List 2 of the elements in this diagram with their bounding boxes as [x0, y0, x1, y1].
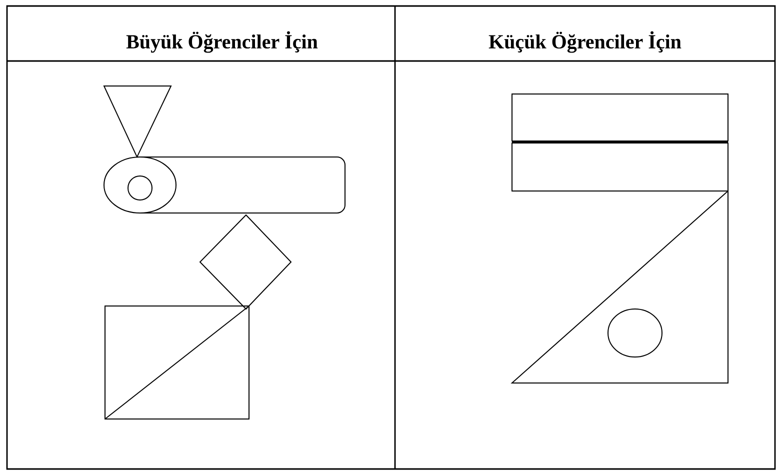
column-header: Büyük Öğrenciler İçin: [126, 31, 318, 53]
column-header: Küçük Öğrenciler İçin: [488, 31, 682, 53]
